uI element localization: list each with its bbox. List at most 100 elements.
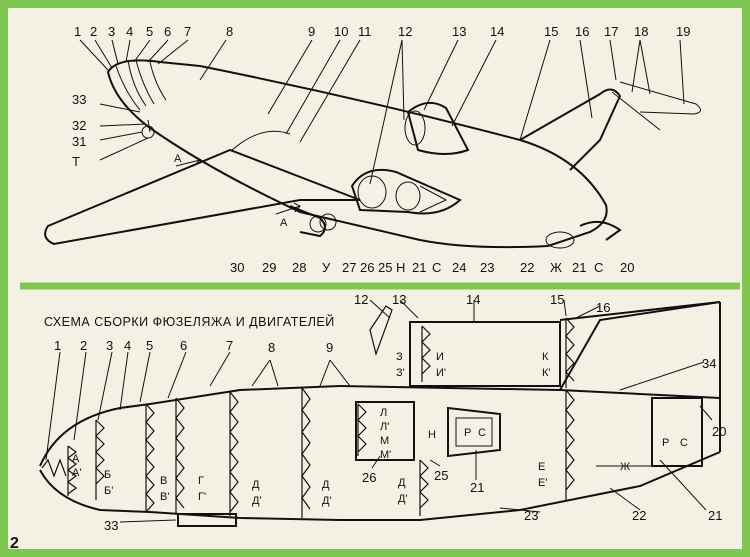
callout-5: 5 [146, 24, 153, 39]
top-callouts: 1 2 3 4 5 6 7 8 9 10 11 12 13 14 15 16 1… [72, 24, 690, 275]
arrow-a-1: А [174, 153, 182, 165]
joint-letters: А А' Б Б' В В' Г Г' Д Д' Д Д' З З' И И' … [72, 351, 688, 507]
joint-d1: Д [252, 479, 260, 491]
b-callout-7: 7 [226, 338, 233, 353]
airplane-drawing [44, 59, 701, 249]
b-callout-2: 2 [80, 338, 87, 353]
joint-k-prime: К' [542, 367, 551, 379]
callout-15: 15 [544, 24, 558, 39]
joint-r2: Р [662, 437, 669, 449]
joint-n: Н [428, 429, 436, 441]
callout-32: 32 [72, 118, 86, 133]
callout-n: Н [396, 260, 405, 275]
callout-16: 16 [575, 24, 589, 39]
joint-i: И [436, 351, 444, 363]
callout-7: 7 [184, 24, 191, 39]
top-leaders [79, 39, 685, 185]
joint-e-prime: Е' [538, 477, 547, 489]
joint-b: Б [104, 469, 111, 481]
callout-23: 23 [480, 260, 494, 275]
b-callout-9: 9 [326, 340, 333, 355]
joint-v-prime: В' [160, 491, 169, 503]
callout-2: 2 [90, 24, 97, 39]
joint-z-prime: З' [396, 367, 405, 379]
callout-10: 10 [334, 24, 348, 39]
b-callout-23: 23 [524, 508, 538, 523]
b-callout-13: 13 [392, 292, 406, 307]
b-callout-1: 1 [54, 338, 61, 353]
joint-b-prime: Б' [104, 485, 113, 497]
joint-g: Г [198, 475, 204, 487]
page-number: 2 [10, 535, 19, 552]
b-callout-20: 20 [712, 424, 726, 439]
callout-28: 28 [292, 260, 306, 275]
joint-k: К [542, 351, 549, 363]
b-callout-21b: 21 [708, 508, 722, 523]
callout-13: 13 [452, 24, 466, 39]
joint-z: З [396, 351, 403, 363]
callout-21a: 21 [412, 260, 426, 275]
b-callout-5: 5 [146, 338, 153, 353]
b-callout-34: 34 [702, 356, 716, 371]
joint-d1-prime: Д' [252, 495, 262, 507]
callout-31: 31 [72, 134, 86, 149]
b-callout-26: 26 [362, 470, 376, 485]
b-callout-15: 15 [550, 292, 564, 307]
joint-r1: Р [464, 427, 471, 439]
callout-c1: С [432, 260, 441, 275]
joint-g-prime: Г' [198, 491, 206, 503]
callout-3: 3 [108, 24, 115, 39]
joint-e: Е [538, 461, 545, 473]
joint-d2: Д [322, 479, 330, 491]
callout-19: 19 [676, 24, 690, 39]
joint-l: Л [380, 407, 387, 419]
callout-9: 9 [308, 24, 315, 39]
joint-m-prime: М' [380, 449, 391, 461]
callout-u: У [322, 260, 331, 275]
b-callout-21a: 21 [470, 480, 484, 495]
callout-29: 29 [262, 260, 276, 275]
arrow-a-2: А [280, 217, 288, 229]
callout-c2: С [594, 260, 603, 275]
callout-18: 18 [634, 24, 648, 39]
callout-33: 33 [72, 92, 86, 107]
joint-d3-prime: Д' [398, 493, 408, 505]
b-callout-8: 8 [268, 340, 275, 355]
joint-v: В [160, 475, 167, 487]
joint-l-prime: Л' [380, 421, 389, 433]
joint-m: М [380, 435, 389, 447]
joint-d3: Д [398, 477, 406, 489]
callout-6: 6 [164, 24, 171, 39]
callout-12: 12 [398, 24, 412, 39]
callout-20: 20 [620, 260, 634, 275]
callout-17: 17 [604, 24, 618, 39]
callout-21b: 21 [572, 260, 586, 275]
callout-14: 14 [490, 24, 504, 39]
callout-1: 1 [74, 24, 81, 39]
callout-t: Т [72, 154, 80, 169]
callout-25: 25 [378, 260, 392, 275]
joint-zh: Ж [620, 461, 630, 473]
b-callout-14: 14 [466, 292, 480, 307]
bottom-callouts: 1 2 3 4 5 6 7 8 9 12 13 14 15 16 34 20 2… [54, 292, 726, 533]
b-callout-33: 33 [104, 518, 118, 533]
b-callout-16: 16 [596, 300, 610, 315]
b-callout-22: 22 [632, 508, 646, 523]
joint-s2: С [680, 437, 688, 449]
callout-zh: Ж [550, 260, 562, 275]
callout-26: 26 [360, 260, 374, 275]
callout-22: 22 [520, 260, 534, 275]
callout-30: 30 [230, 260, 244, 275]
joint-i-prime: И' [436, 367, 446, 379]
callout-4: 4 [126, 24, 133, 39]
callout-24: 24 [452, 260, 466, 275]
callout-8: 8 [226, 24, 233, 39]
b-callout-6: 6 [180, 338, 187, 353]
joint-a-prime: А' [72, 467, 81, 479]
b-callout-25: 25 [434, 468, 448, 483]
bottom-leaders [45, 299, 713, 523]
scheme-title: СХЕМА СБОРКИ ФЮЗЕЛЯЖА И ДВИГАТЕЛЕЙ [44, 314, 335, 329]
